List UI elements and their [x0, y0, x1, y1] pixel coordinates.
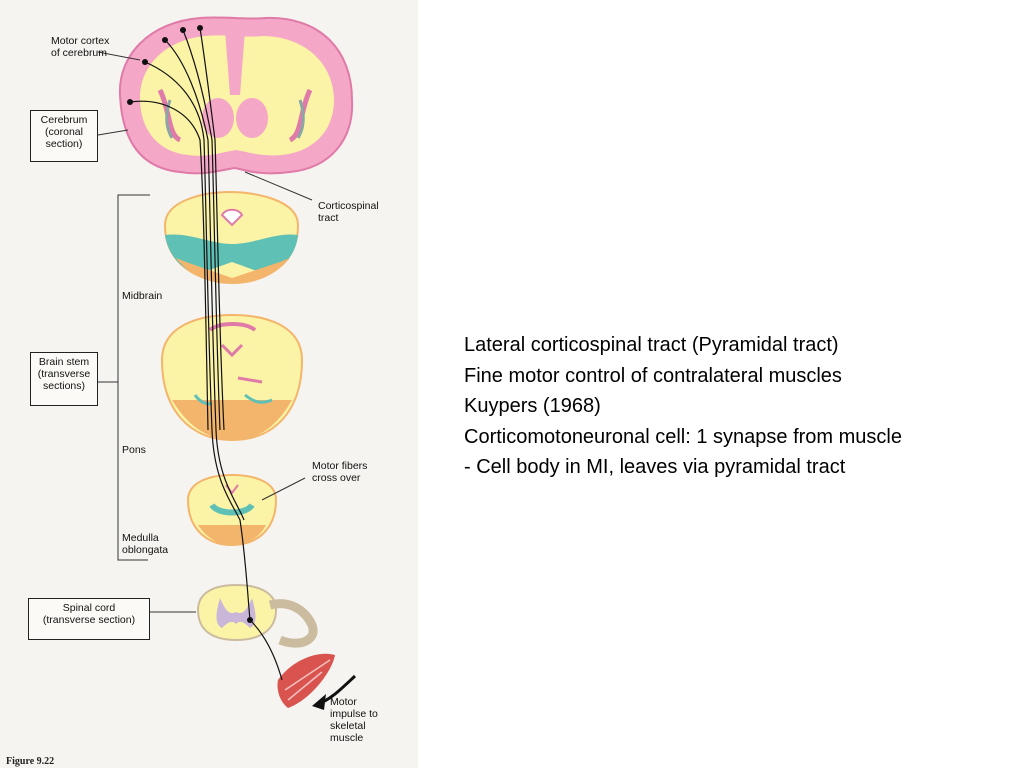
- nerve-fibers: [129, 27, 283, 681]
- label-spinal-cord-box: Spinal cord (transverse section): [28, 598, 150, 640]
- label-midbrain: Midbrain: [122, 290, 163, 302]
- label-motor-fibers-cross: Motor fibers cross over: [312, 460, 368, 484]
- label-pons: Pons: [122, 444, 146, 456]
- label-brain-stem-box: Brain stem (transverse sections): [30, 352, 98, 406]
- neuron-cell-bodies: [127, 25, 253, 623]
- label-medulla: Medulla oblongata: [122, 532, 169, 556]
- note-line: Corticomotoneuronal cell: 1 synapse from…: [464, 425, 902, 448]
- pons-section: [160, 313, 304, 442]
- corticospinal-diagram: [97, 16, 357, 710]
- figure-panel: Motor cortex of cerebrum Cerebrum (coron…: [0, 0, 418, 768]
- slide-notes: Lateral corticospinal tract (Pyramidal t…: [464, 330, 1024, 483]
- skeletal-muscle: [277, 653, 335, 708]
- note-line: - Cell body in MI, leaves via pyramidal …: [464, 456, 846, 478]
- note-line: Kuypers (1968): [464, 395, 601, 417]
- medulla-section: [186, 473, 278, 547]
- arrowhead-icon: [312, 694, 326, 710]
- label-corticospinal-tract: Corticospinal tract: [318, 200, 379, 224]
- cerebrum-section: [118, 16, 354, 175]
- note-line: Fine motor control of contralateral musc…: [464, 364, 842, 387]
- midbrain-section: [163, 190, 300, 284]
- spinal-cord-section: [196, 583, 318, 648]
- figure-caption: Figure 9.22: [6, 756, 55, 767]
- note-line: Lateral corticospinal tract (Pyramidal t…: [464, 334, 839, 356]
- label-cerebrum-box: Cerebrum (coronal section): [30, 110, 98, 162]
- leader-lines: [97, 51, 313, 613]
- label-motor-impulse: Motor impulse to skeletal muscle: [330, 696, 378, 744]
- label-motor-cortex: Motor cortex of cerebrum: [51, 35, 110, 59]
